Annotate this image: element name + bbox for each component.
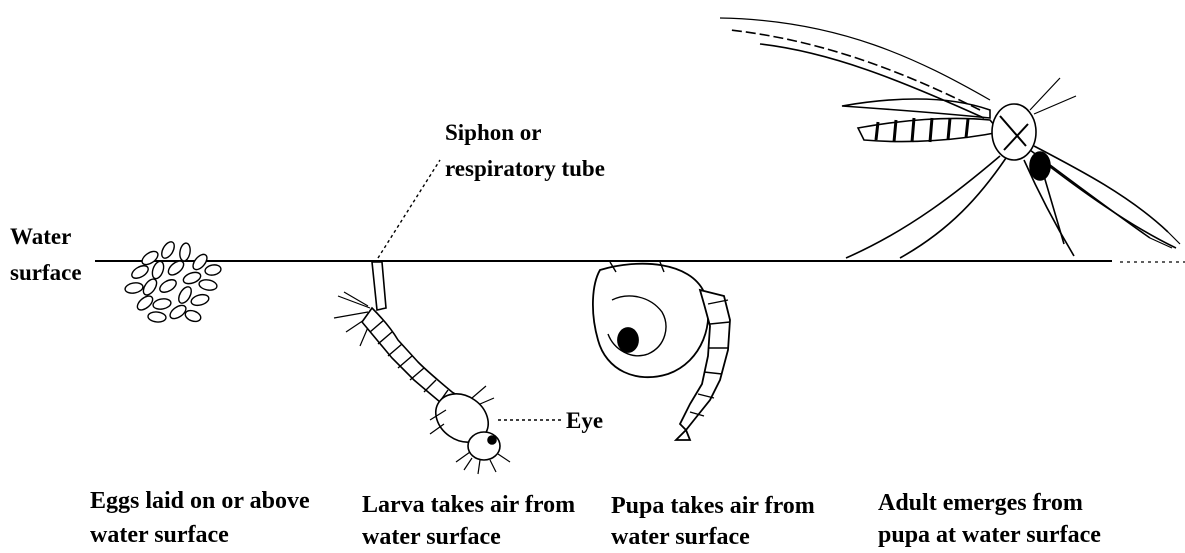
caption-larva-line1: Larva takes air from <box>362 489 575 521</box>
egg-cluster <box>124 240 221 324</box>
eye-label: Eye <box>566 406 603 436</box>
caption-larva-line2: water surface <box>362 521 501 553</box>
water-surface-label-line1: Water <box>10 222 71 252</box>
caption-eggs-line2: water surface <box>90 519 229 551</box>
caption-pupa-line1: Pupa takes air from <box>611 490 815 522</box>
caption-adult-line2: pupa at water surface <box>878 519 1101 551</box>
adult-mosquito-illustration <box>720 18 1180 258</box>
water-surface-label-line2: surface <box>10 258 82 288</box>
siphon-label-line2: respiratory tube <box>445 154 605 184</box>
siphon-label-line1: Siphon or <box>445 118 542 148</box>
pupa-illustration <box>593 262 730 440</box>
siphon-pointer-line <box>378 160 440 258</box>
larva-illustration <box>334 262 510 474</box>
caption-adult-line1: Adult emerges from <box>878 487 1083 519</box>
caption-eggs-line1: Eggs laid on or above <box>90 485 310 517</box>
caption-pupa-line2: water surface <box>611 521 750 553</box>
